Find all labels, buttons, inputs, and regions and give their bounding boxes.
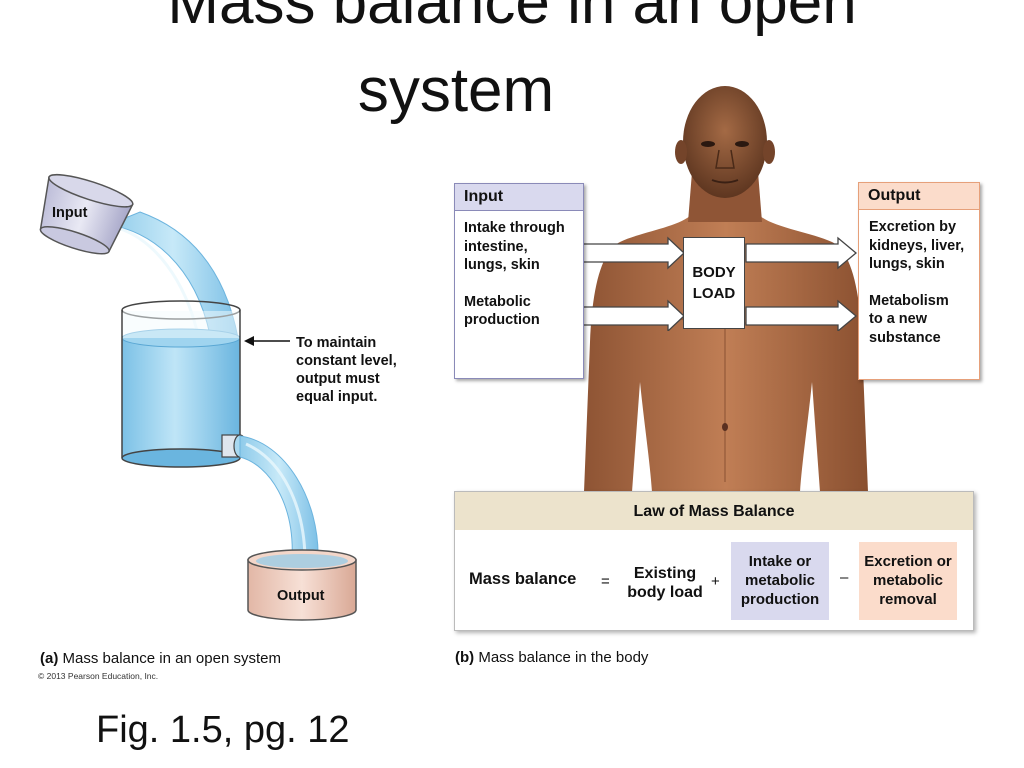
existing-line: body load [627, 584, 703, 601]
copyright: © 2013 Pearson Education, Inc. [38, 671, 159, 681]
output-line: Excretion by [869, 219, 957, 235]
output-line: Metabolism [869, 292, 949, 309]
input-line: Intake through [464, 220, 565, 236]
slide-title-line2-text: system [357, 56, 555, 125]
output-bowl-label: Output [277, 588, 325, 604]
caption-a-text: Mass balance in an open system [62, 650, 281, 667]
input-box-header: Input [455, 184, 583, 211]
input-line: production [464, 312, 540, 328]
annotation-line: equal input. [296, 389, 378, 405]
law-title: Law of Mass Balance [455, 492, 973, 530]
output-bowl [247, 549, 357, 621]
level-annotation: To maintain constant level, output must … [296, 334, 397, 406]
output-water-stream [239, 435, 319, 561]
existing-body-load: Existing body load [621, 564, 709, 602]
equation-lhs: Mass balance [469, 570, 577, 588]
equals-sign: = [601, 573, 610, 590]
figure-reference: Fig. 1.5, pg. 12 [96, 709, 350, 751]
intake-line: metabolic [744, 572, 816, 589]
caption-b: (b) Mass balance in the body [455, 649, 648, 666]
human-body-figure [584, 86, 868, 492]
output-line: to a new [869, 311, 928, 327]
output-item-metabolism: Metabolism to a new substance [859, 274, 979, 348]
input-cup-label: Input [52, 205, 88, 221]
excretion-line: removal [879, 591, 937, 608]
annotation-line: constant level, [296, 353, 397, 369]
caption-b-text: Mass balance in the body [478, 649, 649, 666]
caption-a-letter: (a) [40, 650, 59, 667]
body-load-line: BODY [692, 264, 736, 281]
output-line: kidneys, liver, [869, 237, 965, 254]
law-of-mass-balance-panel: Law of Mass Balance Mass balance = Exist… [454, 491, 974, 631]
flow-arrows [581, 236, 858, 331]
metabolism-arrow [745, 299, 858, 331]
input-line: Metabolic [464, 293, 531, 310]
body-load-box: BODY LOAD [683, 237, 745, 329]
slide-title-line2: system [0, 58, 1024, 124]
input-item-metabolic: Metabolic production [455, 275, 583, 330]
input-item-intake: Intake through intestine, lungs, skin [455, 211, 583, 275]
input-cup [39, 173, 134, 255]
intake-line: Intake or [748, 553, 812, 570]
intake-arrow [581, 236, 685, 270]
intake-term: Intake or metabolic production [731, 542, 829, 620]
input-box: Input Intake through intestine, lungs, s… [454, 183, 584, 379]
output-box-header: Output [859, 183, 979, 210]
excretion-line: metabolic [872, 572, 944, 589]
intake-line: production [740, 591, 820, 608]
output-item-excretion: Excretion by kidneys, liver, lungs, skin [859, 210, 979, 274]
input-line: lungs, skin [464, 257, 540, 273]
caption-a: (a) Mass balance in an open system [40, 650, 281, 667]
output-line: substance [869, 329, 941, 346]
caption-b-letter: (b) [455, 649, 475, 666]
slide-title-line1: Mass balance in an open [167, 0, 857, 37]
output-line: lungs, skin [869, 256, 945, 272]
excretion-arrow [745, 236, 858, 270]
water-tank [121, 300, 241, 468]
annotation-line: output must [296, 371, 380, 387]
annotation-line: To maintain [296, 335, 377, 351]
open-system-illustration [39, 173, 357, 621]
metabolic-arrow [581, 299, 685, 331]
minus-sign: – [840, 569, 849, 586]
excretion-term: Excretion or metabolic removal [859, 542, 957, 620]
input-line: intestine, [464, 238, 528, 255]
plus-sign: + [711, 573, 720, 590]
excretion-line: Excretion or [864, 553, 952, 570]
output-box: Output Excretion by kidneys, liver, lung… [858, 182, 980, 380]
existing-line: Existing [633, 565, 697, 582]
body-load-line: LOAD [692, 285, 736, 302]
